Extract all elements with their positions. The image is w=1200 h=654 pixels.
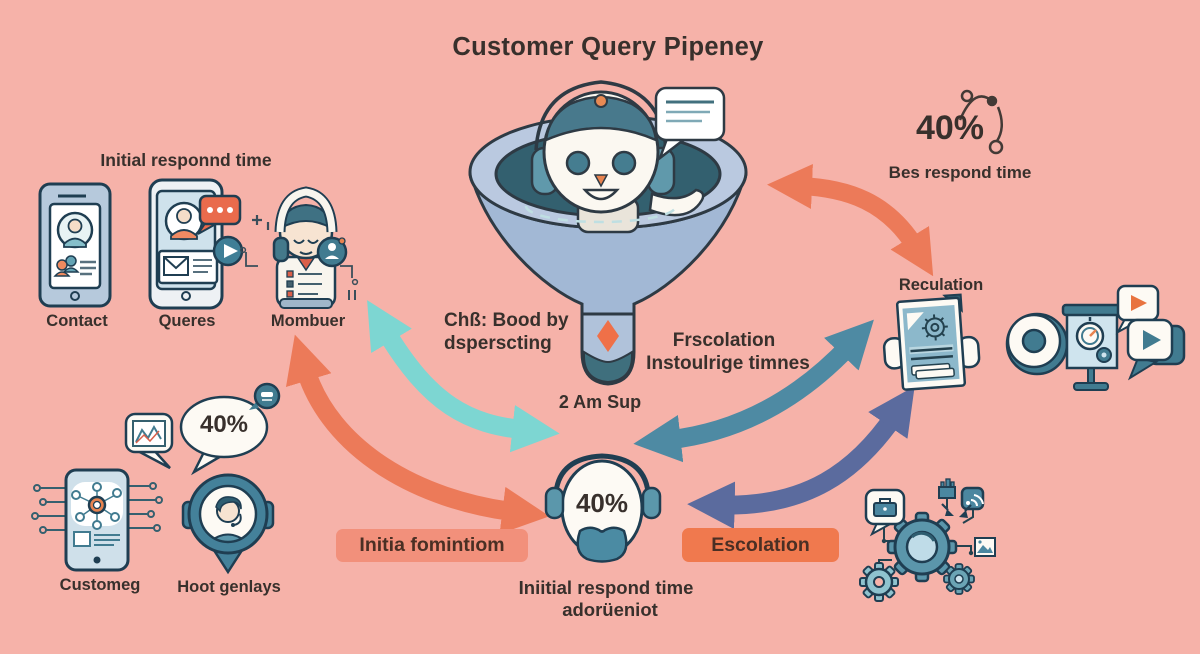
label-reculation: Reculation	[898, 276, 984, 294]
bottom-caption-line2: adorüeniot	[562, 599, 658, 620]
bubble-stat-value: 40%	[199, 411, 249, 438]
escalation-note-line1: Frscolation	[672, 330, 776, 351]
speech-bubble-icon	[654, 86, 726, 162]
briefcase-bubble-icon	[864, 488, 906, 537]
label-customeg: Customeg	[59, 576, 141, 594]
arrow-orange-double-topright	[767, 164, 934, 277]
phone-contact-icon	[38, 182, 112, 308]
phone-queries-icon	[148, 178, 244, 310]
funnel-diamond-accent	[597, 320, 619, 352]
label-contact: Contact	[46, 312, 108, 330]
bottom-caption-line1: Iniitial respond time	[518, 577, 694, 598]
flow-arrows	[285, 164, 934, 535]
funnel-spout-label: 2 Am Sup	[558, 392, 642, 412]
head-stat-value: 40%	[575, 488, 629, 518]
label-hoot-genlays: Hoot genlays	[177, 578, 281, 596]
wifi-signal-icon	[960, 486, 985, 511]
arrow-orange-double-left	[285, 334, 550, 535]
record-donut-icon	[1005, 312, 1069, 376]
chat-note-line2: dsperscting	[444, 333, 552, 354]
right-stat-label: Bes respond time	[888, 163, 1032, 182]
escalation-button[interactable]: Escolation	[682, 528, 839, 562]
label-queres: Queres	[158, 312, 216, 330]
arrow-navy-double	[687, 386, 915, 530]
escalation-note-line2: Instoulrige timnes	[646, 353, 810, 374]
chatbot-funnel-icon	[468, 80, 748, 386]
agent-pin-icon	[181, 473, 275, 575]
left-group-header: Initial responnd time	[100, 150, 272, 170]
phone-network-icon	[31, 468, 163, 572]
stat-bubble-icon	[179, 382, 281, 476]
stat-doodle-icon	[958, 89, 1004, 155]
label-mombuer: Mombuer	[270, 312, 346, 330]
building-icon	[938, 478, 956, 499]
chat-dots-bubble-icon	[197, 194, 242, 235]
chart-bubble-icon	[124, 412, 174, 470]
agent-badge-icon	[316, 236, 348, 268]
gear-small-left-icon	[859, 562, 899, 602]
right-stat-value: 40%	[915, 109, 985, 147]
merge-arrows-icon	[941, 503, 972, 518]
page-title: Customer Query Pipeney	[452, 33, 764, 61]
initial-formation-button[interactable]: Initia fomintiom	[336, 529, 528, 562]
video-chat-bubble-icon	[1126, 318, 1186, 381]
chat-note-line1: Chß: Bood by	[444, 310, 569, 331]
gears-cluster-icon	[859, 478, 996, 602]
play-button-icon	[212, 235, 244, 267]
robot-head-icon	[524, 80, 705, 234]
gear-small-right-icon	[943, 563, 975, 595]
support-agent-icon	[239, 186, 359, 309]
agent-head-stat-icon	[544, 453, 662, 563]
image-icon	[974, 537, 996, 557]
regulation-doc-icon	[882, 293, 981, 391]
presentation-screen-icon	[1061, 303, 1123, 391]
